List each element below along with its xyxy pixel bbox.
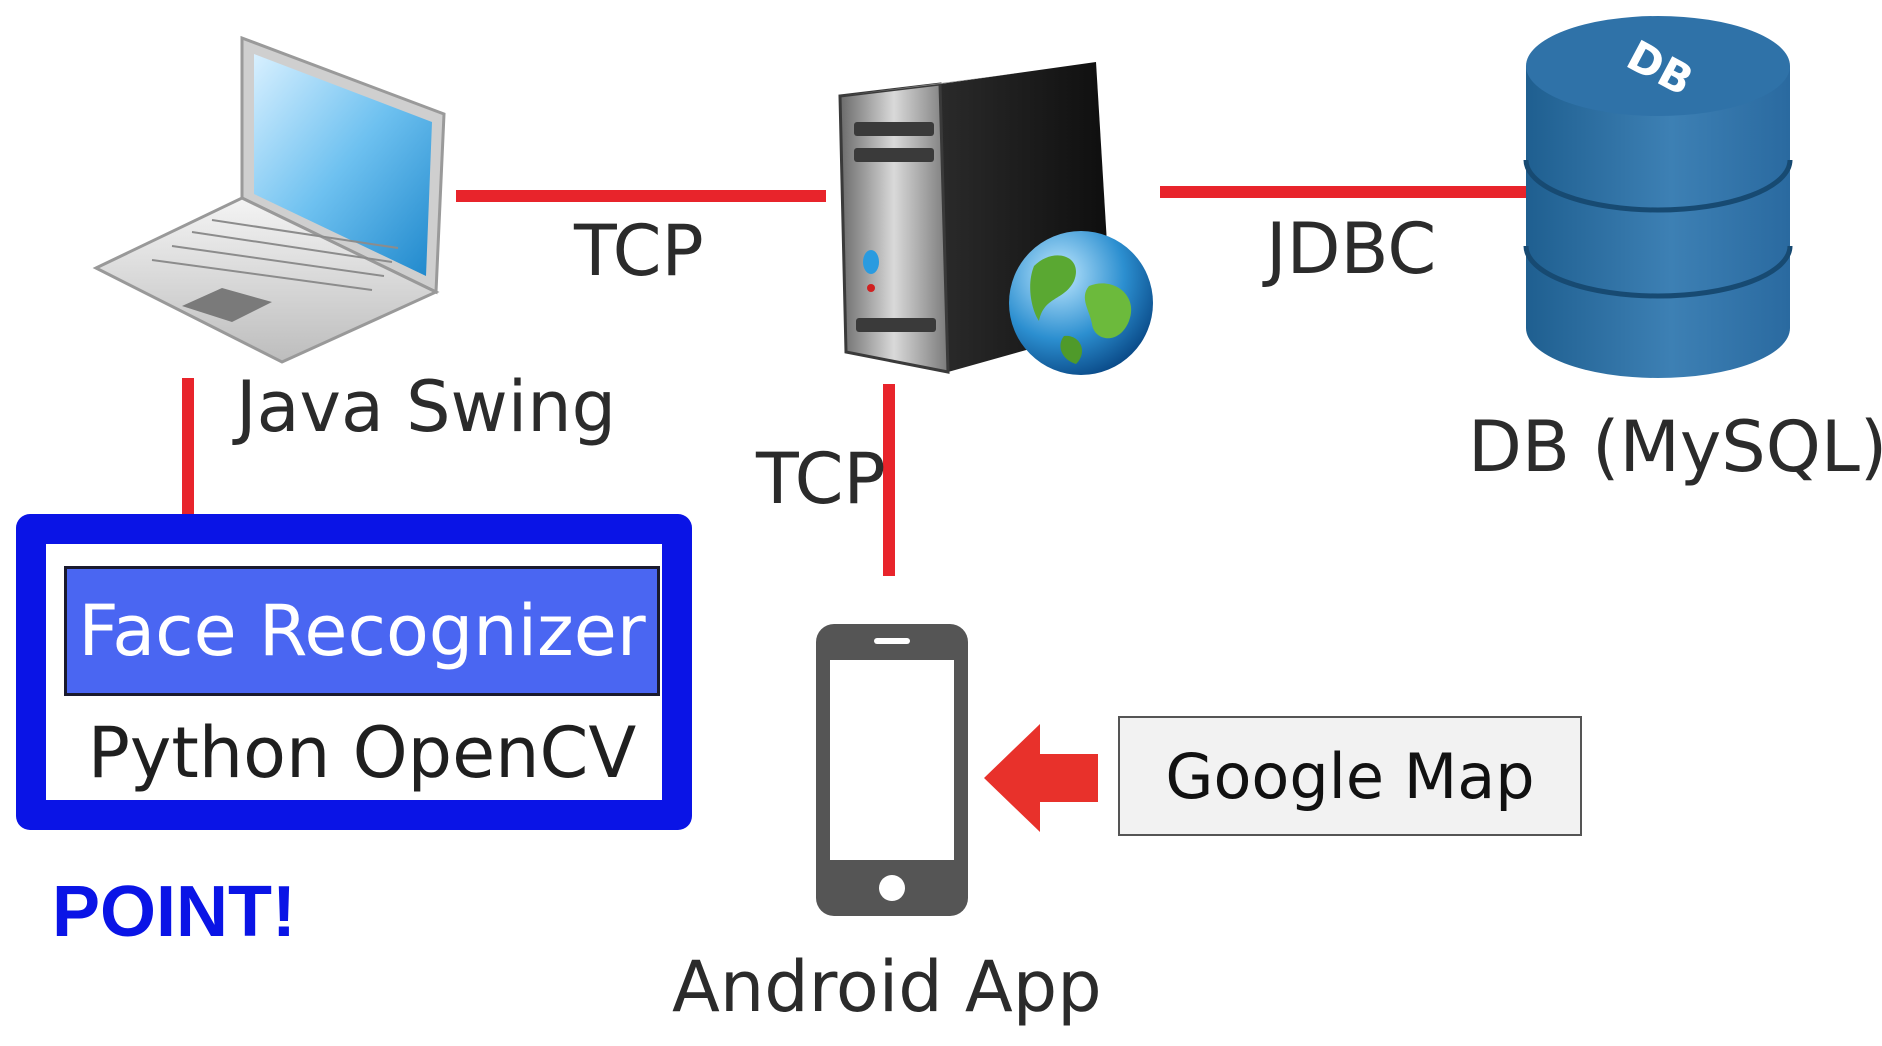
google-map-box: Google Map: [1118, 716, 1582, 836]
arrow-left-icon: [984, 724, 1098, 832]
laptop-icon: [92, 30, 472, 370]
client-label: Java Swing: [236, 366, 617, 448]
database-label: DB (MySQL): [1468, 406, 1882, 488]
face-recognizer-box: Face Recognizer: [64, 566, 660, 696]
database-cylinder-icon: DB: [1522, 10, 1794, 384]
point-label: POINT!: [52, 872, 296, 952]
connector-server-mobile: [883, 384, 895, 576]
opencv-label: Python OpenCV: [87, 712, 637, 794]
connector-client-server: [456, 190, 826, 202]
connection-label-server-db: JDBC: [1266, 208, 1437, 290]
mobile-label: Android App: [672, 946, 1102, 1028]
connection-label-server-mobile: TCP: [756, 438, 886, 520]
connector-server-db: [1160, 186, 1532, 198]
globe-icon: [1004, 226, 1158, 380]
connection-label-client-server: TCP: [574, 210, 704, 292]
smartphone-icon: [812, 620, 972, 920]
